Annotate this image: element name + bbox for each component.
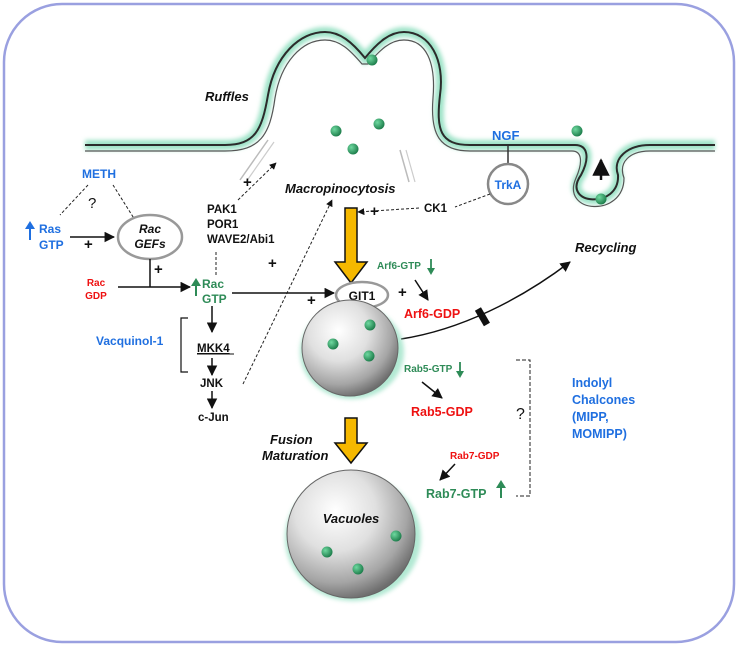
rac-gtp-sublabel: GTP xyxy=(202,292,227,306)
rab7-conversion-arrow xyxy=(439,463,456,481)
ras-label: Ras xyxy=(39,222,61,236)
cjun-label: c-Jun xyxy=(198,412,229,424)
plus-sign: + xyxy=(370,203,379,220)
cargo-particle xyxy=(595,193,607,205)
up-arrow-head xyxy=(25,221,35,229)
up-arrow-head xyxy=(496,480,506,488)
plus-sign: + xyxy=(243,174,252,191)
rac-gtp-label: Rac xyxy=(202,277,224,291)
vacquinol-label: Vacquinol-1 xyxy=(96,334,164,348)
cargo-particle xyxy=(373,118,385,130)
rab5-conversion-arrow xyxy=(421,381,443,399)
rac-gefs-sublabel: GEFs xyxy=(134,237,166,251)
effectors-to-ruffle-arrow xyxy=(237,162,277,201)
inhibitor-bracket xyxy=(516,359,531,497)
mkk4-to-macropinocytosis-arrow xyxy=(242,199,333,385)
down-arrow-head xyxy=(456,371,464,378)
cargo-particle xyxy=(327,338,339,350)
arf6-conversion-arrow xyxy=(414,279,429,301)
meth-label: METH xyxy=(82,167,116,181)
rac-gdp-sublabel: GDP xyxy=(85,291,107,302)
rab5-gtp-label: Rab5-GTP xyxy=(404,364,453,375)
ras-gtp-label: GTP xyxy=(39,238,64,252)
git1-label: GIT1 xyxy=(349,289,376,303)
meth-question: ? xyxy=(88,195,96,212)
plus-sign: + xyxy=(307,292,316,309)
inhibitor-question: ? xyxy=(516,406,525,423)
indolyl-line-3: (MIPP, xyxy=(572,410,609,424)
jnk-label: JNK xyxy=(200,378,224,390)
meth-to-gefs-link xyxy=(112,184,136,221)
trka-receptor xyxy=(486,162,530,206)
rab7-gdp-label: Rab7-GDP xyxy=(450,451,500,462)
vacquinol-bracket xyxy=(180,317,188,373)
trka-label: TrkA xyxy=(495,178,522,192)
cargo-particle xyxy=(366,54,378,66)
arf6-gtp-label: Arf6-GTP xyxy=(377,261,421,272)
fusion-label: Fusion xyxy=(270,432,313,447)
por1-label: POR1 xyxy=(207,219,239,231)
cargo-particle xyxy=(352,563,364,575)
cargo-particle xyxy=(321,546,333,558)
cargo-particles xyxy=(330,54,607,205)
plus-sign: + xyxy=(154,261,163,278)
rab5-gdp-label: Rab5-GDP xyxy=(411,405,473,419)
macropinocytosis-label: Macropinocytosis xyxy=(285,181,396,196)
mkk4-label: MKK4 xyxy=(197,343,230,355)
yellow-maturation-arrow xyxy=(333,417,369,465)
indolyl-line-1: Indolyl xyxy=(572,376,612,390)
ck1-to-macropinocytosis-arrow xyxy=(357,207,420,216)
cargo-particle xyxy=(390,530,402,542)
indolyl-line-4: MOMIPP) xyxy=(572,427,627,441)
plus-sign: + xyxy=(84,236,93,253)
rac-gdp-label: Rac xyxy=(87,278,106,289)
cargo-particle xyxy=(330,125,342,137)
inhibition-bar-icon xyxy=(474,307,490,327)
macropinosome xyxy=(300,299,404,399)
maturation-label: Maturation xyxy=(262,448,329,463)
recycling-arrow xyxy=(400,261,571,340)
vacuoles-label: Vacuoles xyxy=(323,511,380,526)
indolyl-line-2: Chalcones xyxy=(572,393,635,407)
pak1-label: PAK1 xyxy=(207,204,237,216)
down-arrow-head xyxy=(427,268,435,275)
cargo-particle xyxy=(363,350,375,362)
ngf-label: NGF xyxy=(492,128,520,143)
rab7-gtp-label: Rab7-GTP xyxy=(426,487,486,501)
ck1-label: CK1 xyxy=(424,203,448,215)
cargo-particle xyxy=(347,143,359,155)
yellow-flow-arrow xyxy=(333,207,369,285)
ruffles-label: Ruffles xyxy=(205,89,249,104)
plus-sign: + xyxy=(268,255,277,272)
trka-to-ck1-link xyxy=(454,193,491,208)
meth-to-ras-link xyxy=(59,184,89,216)
plus-sign: + xyxy=(398,284,407,301)
vacuole xyxy=(285,469,421,601)
wave2-label: WAVE2/Abi1 xyxy=(207,234,275,246)
up-arrow-head xyxy=(191,278,201,286)
recycling-label: Recycling xyxy=(575,240,636,255)
cargo-particle xyxy=(571,125,583,137)
cargo-particle xyxy=(364,319,376,331)
rac-gefs-label: Rac xyxy=(139,222,161,236)
arf6-gdp-label: Arf6-GDP xyxy=(404,307,460,321)
